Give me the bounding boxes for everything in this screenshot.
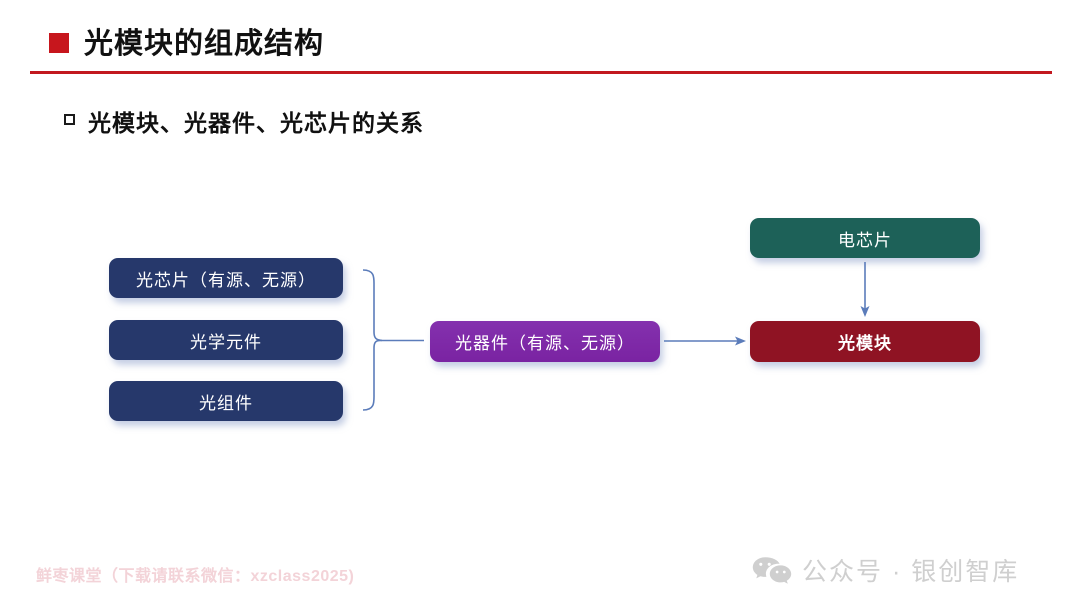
- header-divider: [30, 71, 1052, 74]
- diagram-box-optical-module[interactable]: 光模块: [750, 321, 980, 362]
- curly-brace-icon: [362, 269, 424, 411]
- wechat-icon: [752, 557, 792, 584]
- subtitle-bullet-hollow-square-icon: [64, 114, 75, 125]
- diagram-box-optical-assembly[interactable]: 光组件: [109, 381, 343, 421]
- page-title: 光模块的组成结构: [84, 28, 325, 60]
- diagram-box-optical-element[interactable]: 光学元件: [109, 320, 343, 360]
- watermark-left: 鲜枣课堂（下载请联系微信：xzclass2025): [36, 568, 355, 585]
- title-bullet-square-icon: [49, 33, 69, 53]
- diagram-box-optical-chip[interactable]: 光芯片（有源、无源）: [109, 258, 343, 298]
- section-subtitle: 光模块、光器件、光芯片的关系: [88, 110, 424, 136]
- slide-header: 光模块的组成结构: [0, 0, 1080, 80]
- arrow-device-to-module-icon: [664, 336, 746, 346]
- arrow-echip-to-module-icon: [860, 262, 870, 317]
- watermark-right-text: 公众号 · 银创智库: [802, 558, 1020, 586]
- diagram-box-optical-device[interactable]: 光器件（有源、无源）: [430, 321, 660, 362]
- diagram-box-electric-chip[interactable]: 电芯片: [750, 218, 980, 258]
- watermark-right: 公众号 · 银创智库: [752, 552, 1019, 588]
